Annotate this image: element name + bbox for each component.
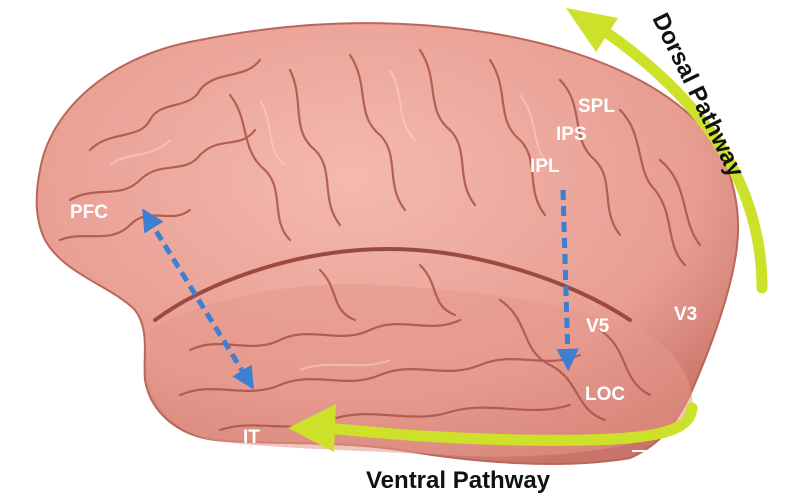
dorsal-pathway-arrow [594, 22, 768, 294]
label-it: IT [243, 427, 260, 448]
dorsal-pathway-arrowhead [566, 8, 618, 52]
label-spl: SPL [578, 96, 615, 117]
ipl-loc-dashed-arrow [556, 189, 579, 372]
label-v3: V3 [674, 304, 697, 325]
ventral-pathway-arrow [320, 402, 698, 446]
label-ventral-pathway: Ventral Pathway [366, 467, 551, 494]
label-v4: V4 [654, 444, 678, 465]
label-ipl: IPL [530, 156, 560, 177]
label-v5: V5 [586, 316, 610, 337]
label-ips: IPS [556, 124, 587, 145]
label-pfc: PFC [70, 202, 108, 223]
label-loc: LOC [585, 384, 625, 405]
ventral-pathway-arrowhead [288, 404, 336, 452]
gyri-highlights [109, 69, 551, 371]
